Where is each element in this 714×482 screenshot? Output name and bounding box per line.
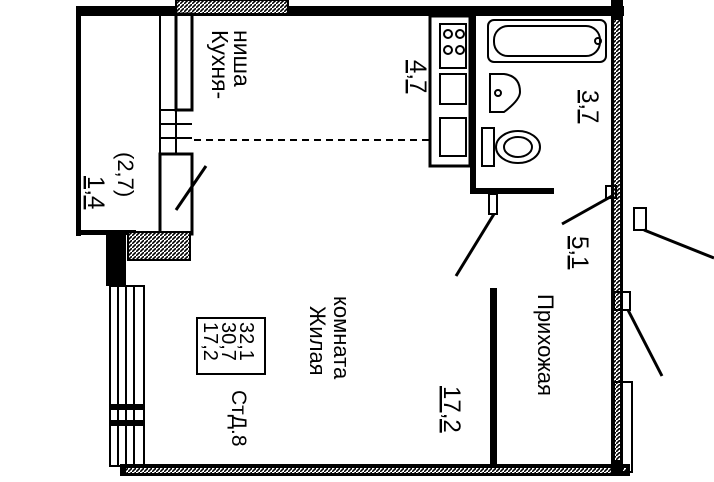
- kitchen-area: 4,7: [404, 60, 431, 93]
- exterior-walls: [76, 0, 630, 476]
- balcony-structure: [106, 12, 194, 286]
- bathroom-door: [454, 213, 496, 277]
- kitchen-name: Кухня-: [207, 30, 233, 99]
- entry-door-swing: [561, 194, 613, 226]
- living-area: 17,2: [438, 386, 465, 433]
- balcony-area-full: (2,7): [113, 152, 138, 197]
- summary-total-no-balcony: 30,7: [217, 322, 239, 361]
- summary-living-area: 17,2: [199, 322, 221, 361]
- summary-total-area: 32,1: [235, 322, 257, 361]
- entry-door-leaf: [643, 228, 714, 260]
- apartment-type-label: СтД.8: [227, 390, 250, 447]
- sink: [489, 73, 522, 113]
- bathroom-area: 3,7: [576, 90, 603, 123]
- hall-partition-upper: [490, 288, 497, 464]
- toilet: [481, 127, 541, 167]
- entry-door-jamb-mid: [633, 207, 647, 231]
- kitchen-counter: [428, 14, 472, 168]
- entry-door-jamb-low: [613, 291, 631, 311]
- hall-name: Прихожая: [533, 294, 558, 396]
- living-name: Жилая: [305, 306, 330, 376]
- hall-door-swing: [626, 309, 664, 377]
- living-name-line2: комната: [329, 296, 354, 380]
- balcony-area: 1,4: [82, 176, 109, 209]
- hall-partition-lower: [613, 381, 633, 473]
- entry-door-jamb-top: [605, 185, 617, 199]
- balcony-door: [174, 165, 208, 211]
- kitchen-name-line2: ниша: [229, 30, 255, 87]
- window: [109, 285, 145, 467]
- bathtub: [487, 19, 607, 63]
- bathroom-door-jamb: [488, 193, 498, 215]
- bathroom-walls: [470, 16, 554, 194]
- hall-area: 5,1: [566, 236, 593, 269]
- area-summary-box: [196, 317, 266, 375]
